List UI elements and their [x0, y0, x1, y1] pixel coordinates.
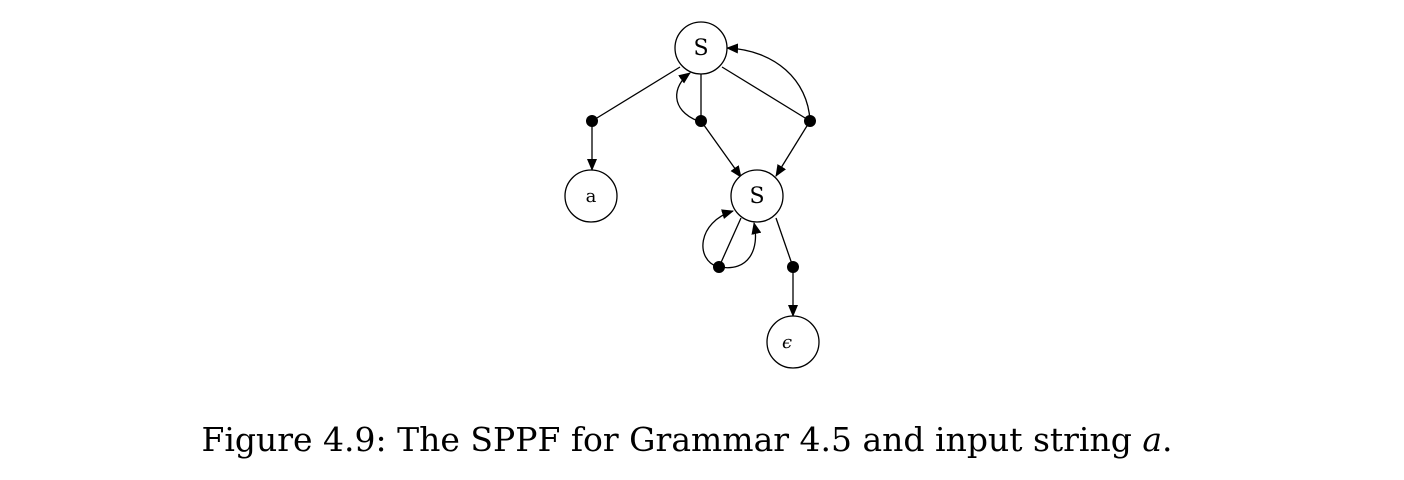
- node-epsilon: [766, 315, 820, 369]
- packed-node-bottom-left: [713, 261, 725, 273]
- caption-variable: a: [1142, 420, 1163, 459]
- node-a: [564, 169, 618, 223]
- edge-s-mid-to-packed-bottom-left: [718, 217, 742, 268]
- edge-packed-bottom-left-loop-b: [719, 222, 762, 269]
- caption-period: .: [1162, 420, 1173, 459]
- node-s-top-label: S: [693, 36, 708, 61]
- node-s-mid: [730, 169, 784, 223]
- edge-packed-center-to-s-top: [676, 72, 699, 122]
- packed-node-bottom-right: [787, 261, 799, 273]
- node-s-mid-label: S: [749, 184, 764, 209]
- sppf-diagram: S a S ϵ: [564, 21, 820, 369]
- edge-s-top-to-packed-left: [591, 66, 681, 122]
- packed-node-left: [586, 115, 598, 127]
- packed-node-center: [695, 115, 707, 127]
- node-epsilon-label: ϵ: [782, 332, 792, 353]
- node-a-label: a: [586, 186, 597, 207]
- edge-packed-bottom-left-loop-a: [702, 209, 734, 268]
- edge-s-top-to-packed-right: [721, 66, 811, 122]
- figure-caption: Figure 4.9: The SPPF for Grammar 4.5 and…: [0, 420, 1374, 459]
- packed-node-right: [804, 115, 816, 127]
- edge-packed-right-to-s-top: [726, 43, 811, 122]
- edge-packed-right-to-s-mid: [775, 120, 811, 177]
- caption-text: Figure 4.9: The SPPF for Grammar 4.5 and…: [201, 420, 1143, 459]
- node-s-top: [674, 21, 728, 75]
- edge-packed-center-to-s-mid: [700, 120, 742, 178]
- edge-s-mid-to-packed-bottom-right: [775, 217, 794, 268]
